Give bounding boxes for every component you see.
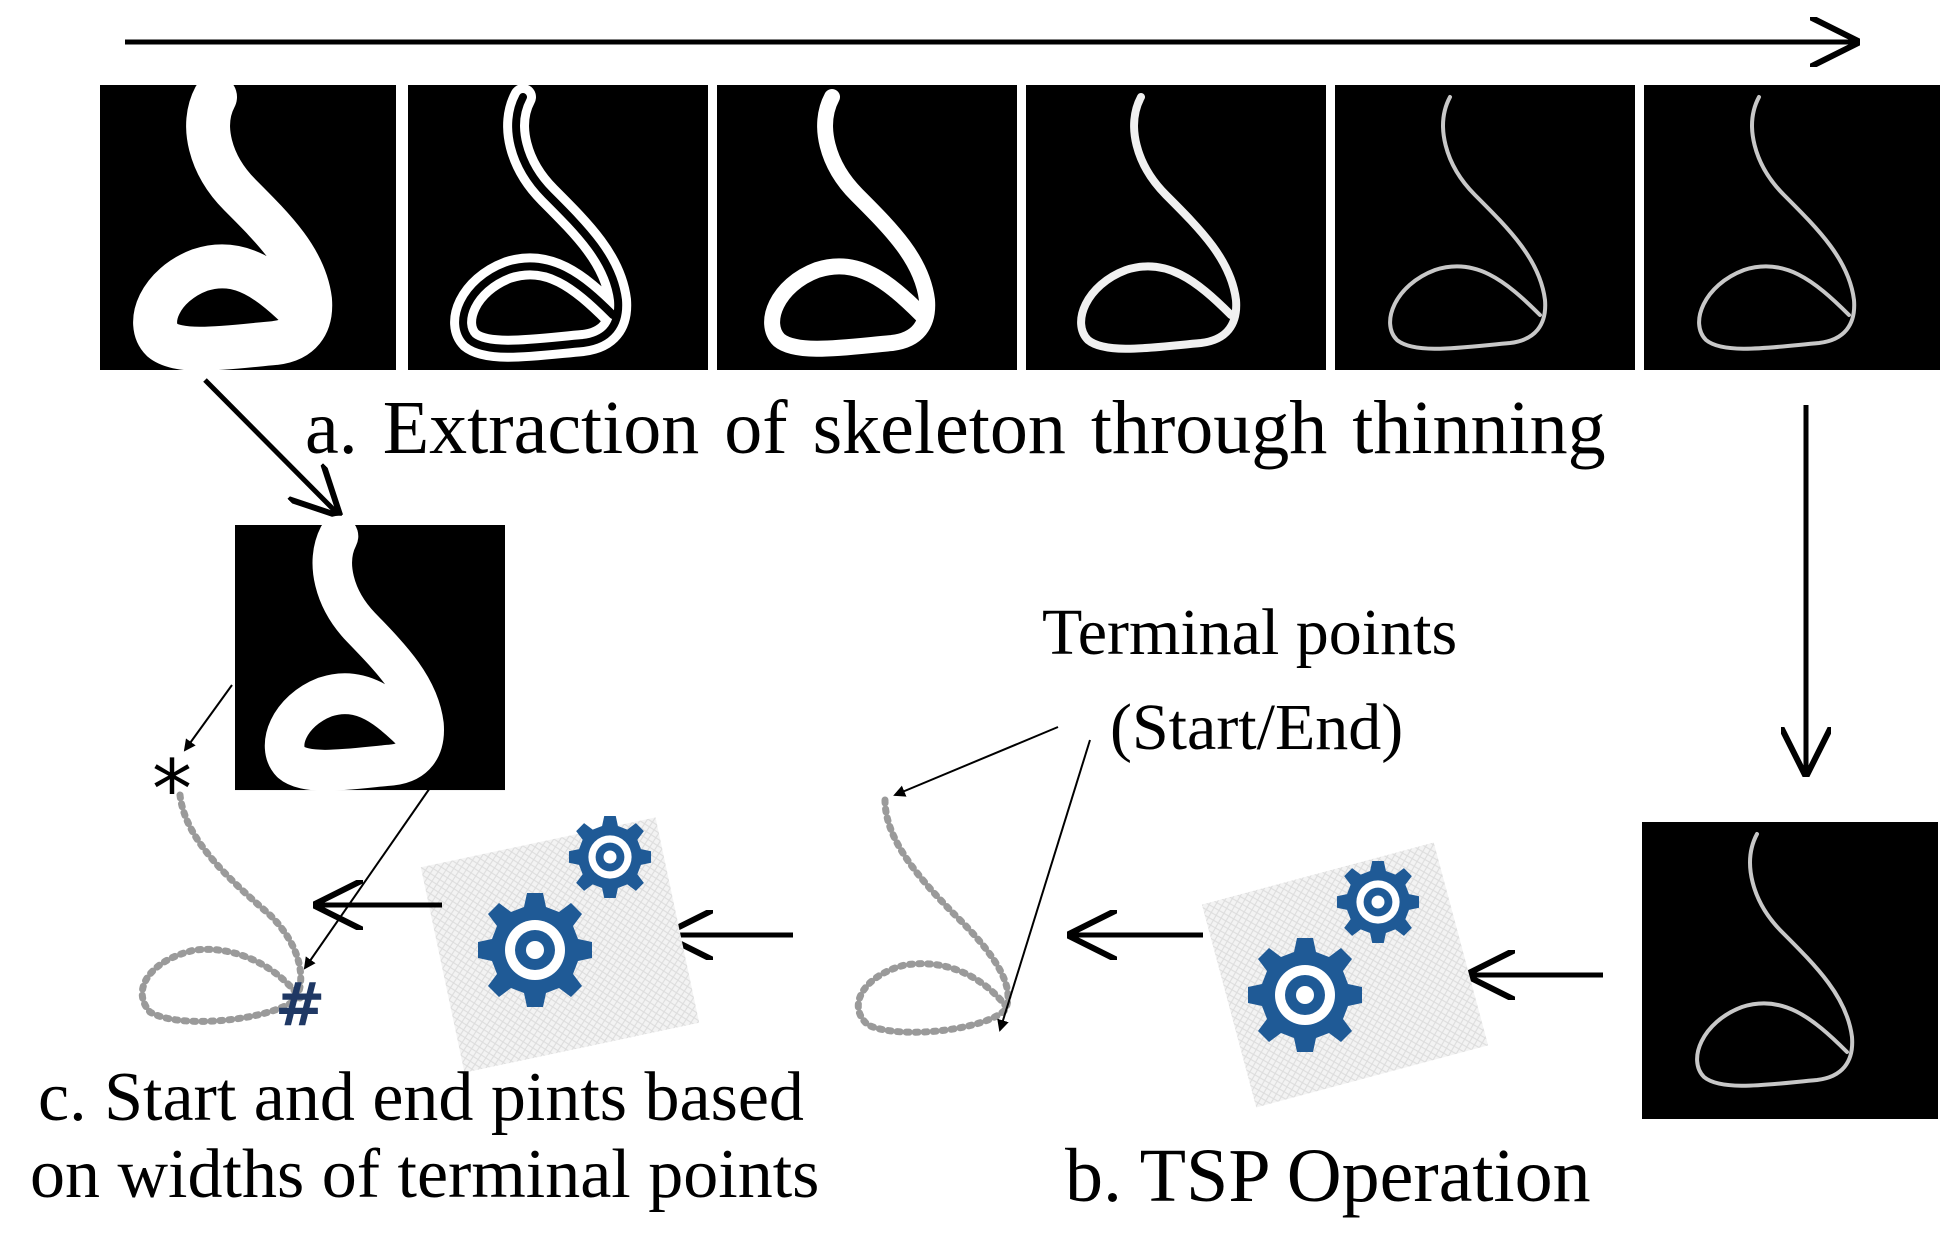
dotted-path-final [138,791,305,1025]
glyph-frame [1644,85,1940,370]
width-pointer-end [303,784,433,970]
gears-icon [420,815,700,1073]
glyph-frame [1026,85,1326,370]
glyph-frame [717,85,1017,370]
width-pointer-start [183,684,233,752]
skeleton-frame [1642,822,1938,1119]
terminal-pointer-start [893,726,1059,797]
end-marker: # [275,970,326,1040]
glyph-frame [100,85,396,370]
caption-terminal-points: Terminal points [1042,596,1458,669]
caption-tsp: b. TSP Operation [1065,1134,1591,1218]
caption-thinning: a. Extraction of skeleton through thinni… [305,386,1606,470]
caption-start-end-line2: on widths of terminal points [30,1136,820,1213]
glyph-frame [1335,85,1635,370]
gears-icon [1201,842,1489,1108]
caption-start-end-line1: c. Start and end pints based [38,1059,804,1136]
terminal-pointer-end [997,739,1091,1032]
start-marker: * [152,743,192,836]
enlarged-glyph-frame [235,525,505,790]
dotted-path-tsp [854,796,1012,1036]
glyph-frame [408,85,708,370]
caption-terminal-start-end: (Start/End) [1110,691,1404,764]
arrow-to-enlarged-frame [203,378,337,513]
thinning-frames [100,85,1940,370]
